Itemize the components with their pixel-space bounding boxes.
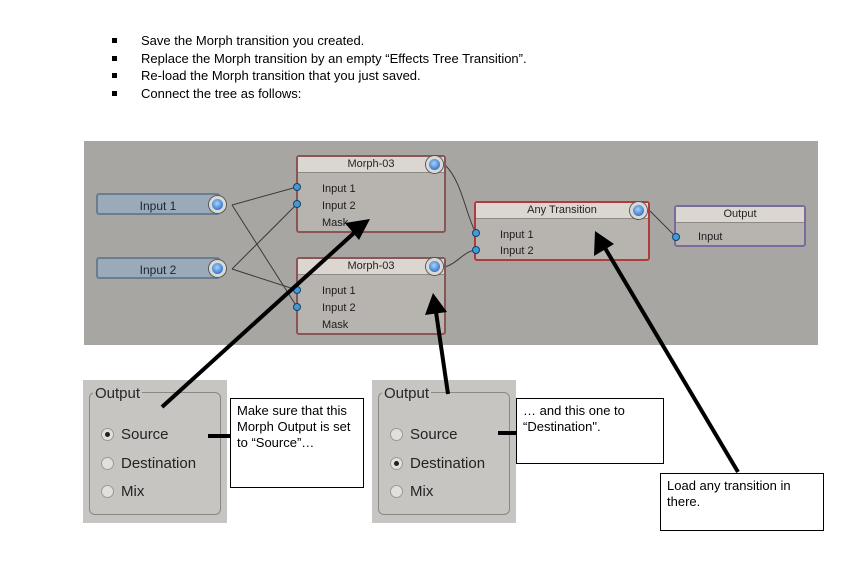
callout-source: Make sure that this Morph Output is set … (230, 398, 364, 488)
wire-input1-morph-bottom-in2 (231, 204, 298, 308)
callout-source-text: Make sure that this Morph Output is set … (237, 403, 351, 450)
morph-top-port-input2: Input 2 (322, 200, 356, 212)
callout-load-transition-text: Load any transition in there. (667, 478, 791, 509)
arrowhead-morph-top (345, 219, 370, 240)
arrowhead-morph-bottom (425, 293, 447, 315)
wire-morph-top-out-any-in1 (444, 164, 477, 234)
output-panel-left: Output Source Destination Mix (83, 380, 227, 523)
radio-destination-label: Destination (121, 455, 197, 472)
radio-mix-label: Mix (121, 483, 145, 500)
instruction-item: Re-load the Morph transition that you ju… (112, 67, 527, 85)
radio-destination-indicator[interactable] (101, 457, 114, 470)
any-transition-input2-port[interactable] (472, 246, 480, 254)
instruction-list: Save the Morph transition you created. R… (112, 32, 527, 102)
any-transition-node[interactable]: Any Transition Input 1 Input 2 (474, 201, 650, 261)
any-transition-port-input1: Input 1 (500, 229, 534, 241)
arrow-left-panel-to-morph-top (160, 231, 356, 409)
radio-mix-label: Mix (410, 483, 434, 500)
instruction-item: Save the Morph transition you created. (112, 32, 527, 50)
morph-bottom-input2-port[interactable] (293, 303, 301, 311)
input-2-output-port[interactable] (209, 260, 226, 277)
callout-destination: … and this one to “Destination". (516, 398, 664, 464)
output-port-input: Input (698, 231, 723, 243)
morph-top-input2-port[interactable] (293, 200, 301, 208)
effects-tree-graph: Input 1 Input 2 Morph-03 Input 1 Input 2… (84, 141, 818, 345)
graph-wires (231, 164, 677, 308)
morph-top-title: Morph-03 (298, 157, 444, 173)
radio-mix-indicator[interactable] (390, 485, 403, 498)
radio-source-label: Source (410, 426, 458, 443)
arrowhead-any-transition (594, 231, 614, 256)
radio-source-label: Source (121, 426, 169, 443)
any-transition-input1-port[interactable] (472, 229, 480, 237)
radio-destination-indicator[interactable] (390, 457, 403, 470)
output-group-frame (89, 392, 221, 515)
morph-bottom-node[interactable]: Morph-03 Input 1 Input 2 Mask (296, 257, 446, 335)
morph-bottom-port-mask: Mask (322, 319, 349, 331)
arrow-callout-to-any-transition (603, 246, 740, 474)
output-group-frame (378, 392, 510, 515)
morph-bottom-port-input1: Input 1 (322, 285, 356, 297)
morph-top-input1-port[interactable] (293, 183, 301, 191)
radio-source-indicator[interactable] (101, 428, 114, 441)
arrow-right-panel-to-morph-bottom (434, 311, 450, 395)
input-2-label: Input 2 (139, 263, 177, 277)
wire-input2-morph-top-in2 (231, 203, 298, 270)
morph-top-port-input1: Input 1 (322, 183, 356, 195)
instruction-item: Connect the tree as follows: (112, 85, 527, 103)
output-panel-right: Output Source Destination Mix (372, 380, 516, 523)
morph-top-port-mask: Mask (322, 217, 349, 229)
wire-any-out-output-in (649, 210, 677, 238)
instruction-item: Replace the Morph transition by an empty… (112, 50, 527, 68)
morph-top-node[interactable]: Morph-03 Input 1 Input 2 Mask (296, 155, 446, 233)
input-2-node[interactable]: Input 2 (96, 257, 220, 279)
input-1-output-port[interactable] (209, 196, 226, 213)
output-group-legend: Output (382, 385, 432, 402)
morph-bottom-port-input2: Input 2 (322, 302, 356, 314)
radio-mix-indicator[interactable] (101, 485, 114, 498)
output-group-legend: Output (93, 385, 143, 402)
morph-top-output-port[interactable] (426, 156, 443, 173)
any-transition-port-input2: Input 2 (500, 245, 534, 257)
input-1-label: Input 1 (139, 199, 177, 213)
wire-input2-morph-bottom-in1 (231, 268, 298, 291)
any-transition-title: Any Transition (476, 203, 648, 219)
morph-bottom-output-port[interactable] (426, 258, 443, 275)
output-title: Output (676, 207, 804, 223)
any-transition-output-port[interactable] (630, 202, 647, 219)
morph-bottom-title: Morph-03 (298, 259, 444, 275)
radio-source-indicator[interactable] (390, 428, 403, 441)
callout-load-transition: Load any transition in there. (660, 473, 824, 531)
output-input-port[interactable] (672, 233, 680, 241)
callout-destination-text: … and this one to “Destination". (523, 403, 625, 434)
wire-input1-morph-top-in1 (231, 186, 298, 206)
radio-destination-label: Destination (410, 455, 486, 472)
output-node[interactable]: Output Input (674, 205, 806, 247)
